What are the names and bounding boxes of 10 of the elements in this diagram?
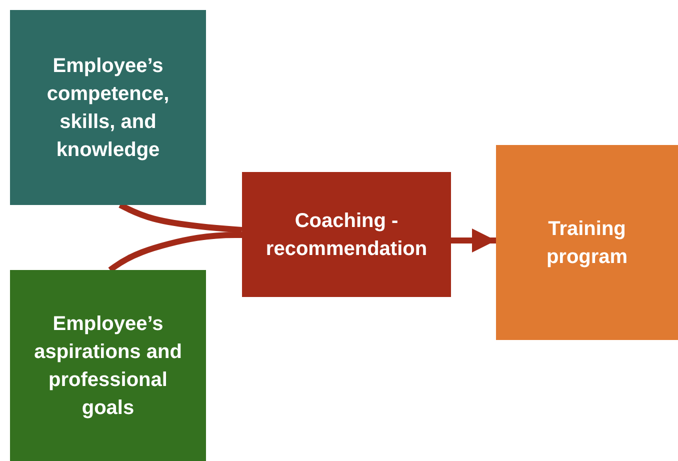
process-box <box>10 10 206 205</box>
process-box <box>10 270 206 461</box>
node-label: Training program <box>545 216 629 270</box>
node-label: Employee’s aspirations and professional goals <box>33 312 183 420</box>
node-label: Employee’s competence, skills, and knowledge <box>46 54 170 162</box>
process-box <box>242 172 451 297</box>
connector-line <box>108 232 242 272</box>
arrow <box>451 228 496 252</box>
process-box <box>496 145 678 340</box>
node-label: Coaching - recommendation <box>264 208 428 262</box>
